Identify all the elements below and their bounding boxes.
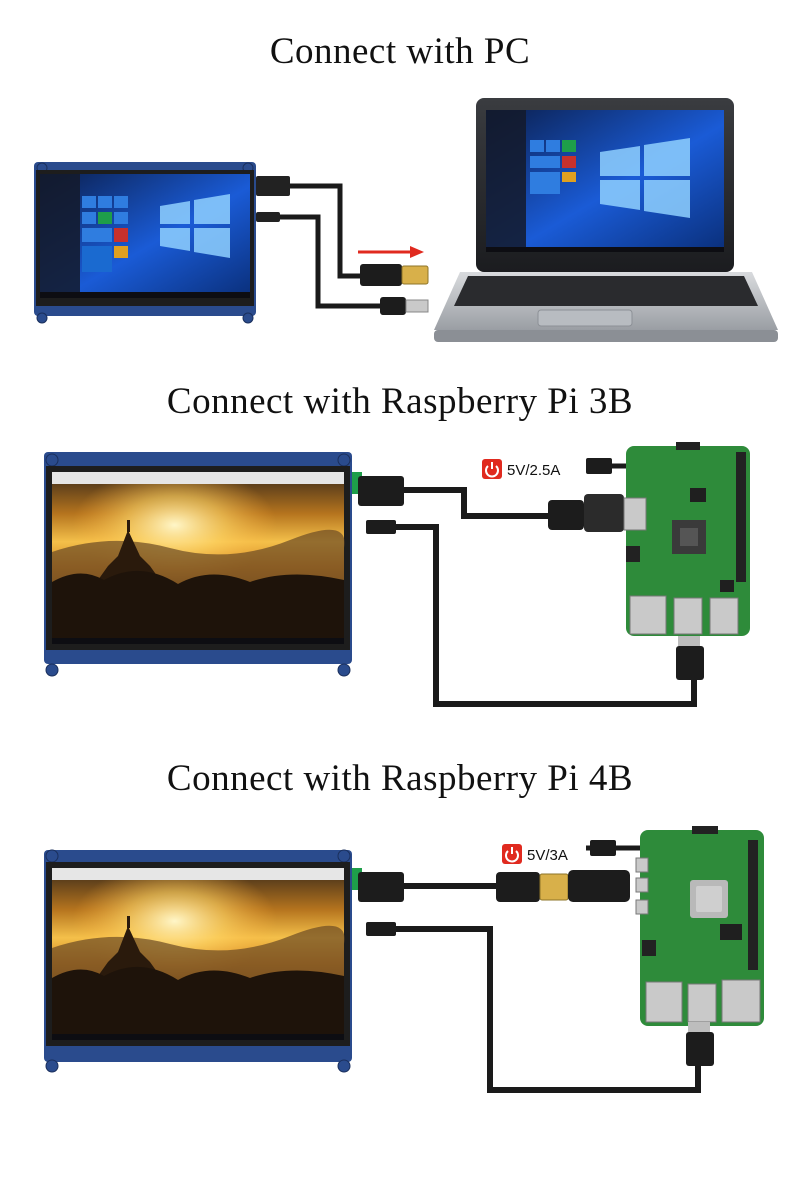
section-title-pi3b: Connect with Raspberry Pi 3B	[166, 381, 634, 422]
section-title-pi4b: Connect with Raspberry Pi 4B	[166, 758, 634, 799]
lcd-screen-pi4b	[44, 849, 352, 1073]
power-label-pi4b: 5V/3A	[527, 847, 568, 864]
pi3b-section: 5V/2.5A	[44, 442, 750, 707]
power-badge-pi4b: 5V/3A	[502, 844, 568, 864]
power-label-pi3b: 5V/2.5A	[507, 462, 560, 479]
laptop	[434, 98, 778, 342]
raspberry-pi-3b-board	[623, 442, 750, 680]
lcd-screen-pc	[34, 162, 256, 324]
pc-section	[34, 98, 778, 342]
raspberry-pi-4b-board	[635, 826, 764, 1066]
power-badge-pi3b: 5V/2.5A	[482, 459, 560, 479]
lcd-screen-pi3b	[44, 452, 352, 677]
pi4b-section: 5V/3A	[44, 826, 764, 1093]
arrow-right-icon	[358, 246, 424, 258]
section-title-pc: Connect with PC	[269, 31, 531, 72]
